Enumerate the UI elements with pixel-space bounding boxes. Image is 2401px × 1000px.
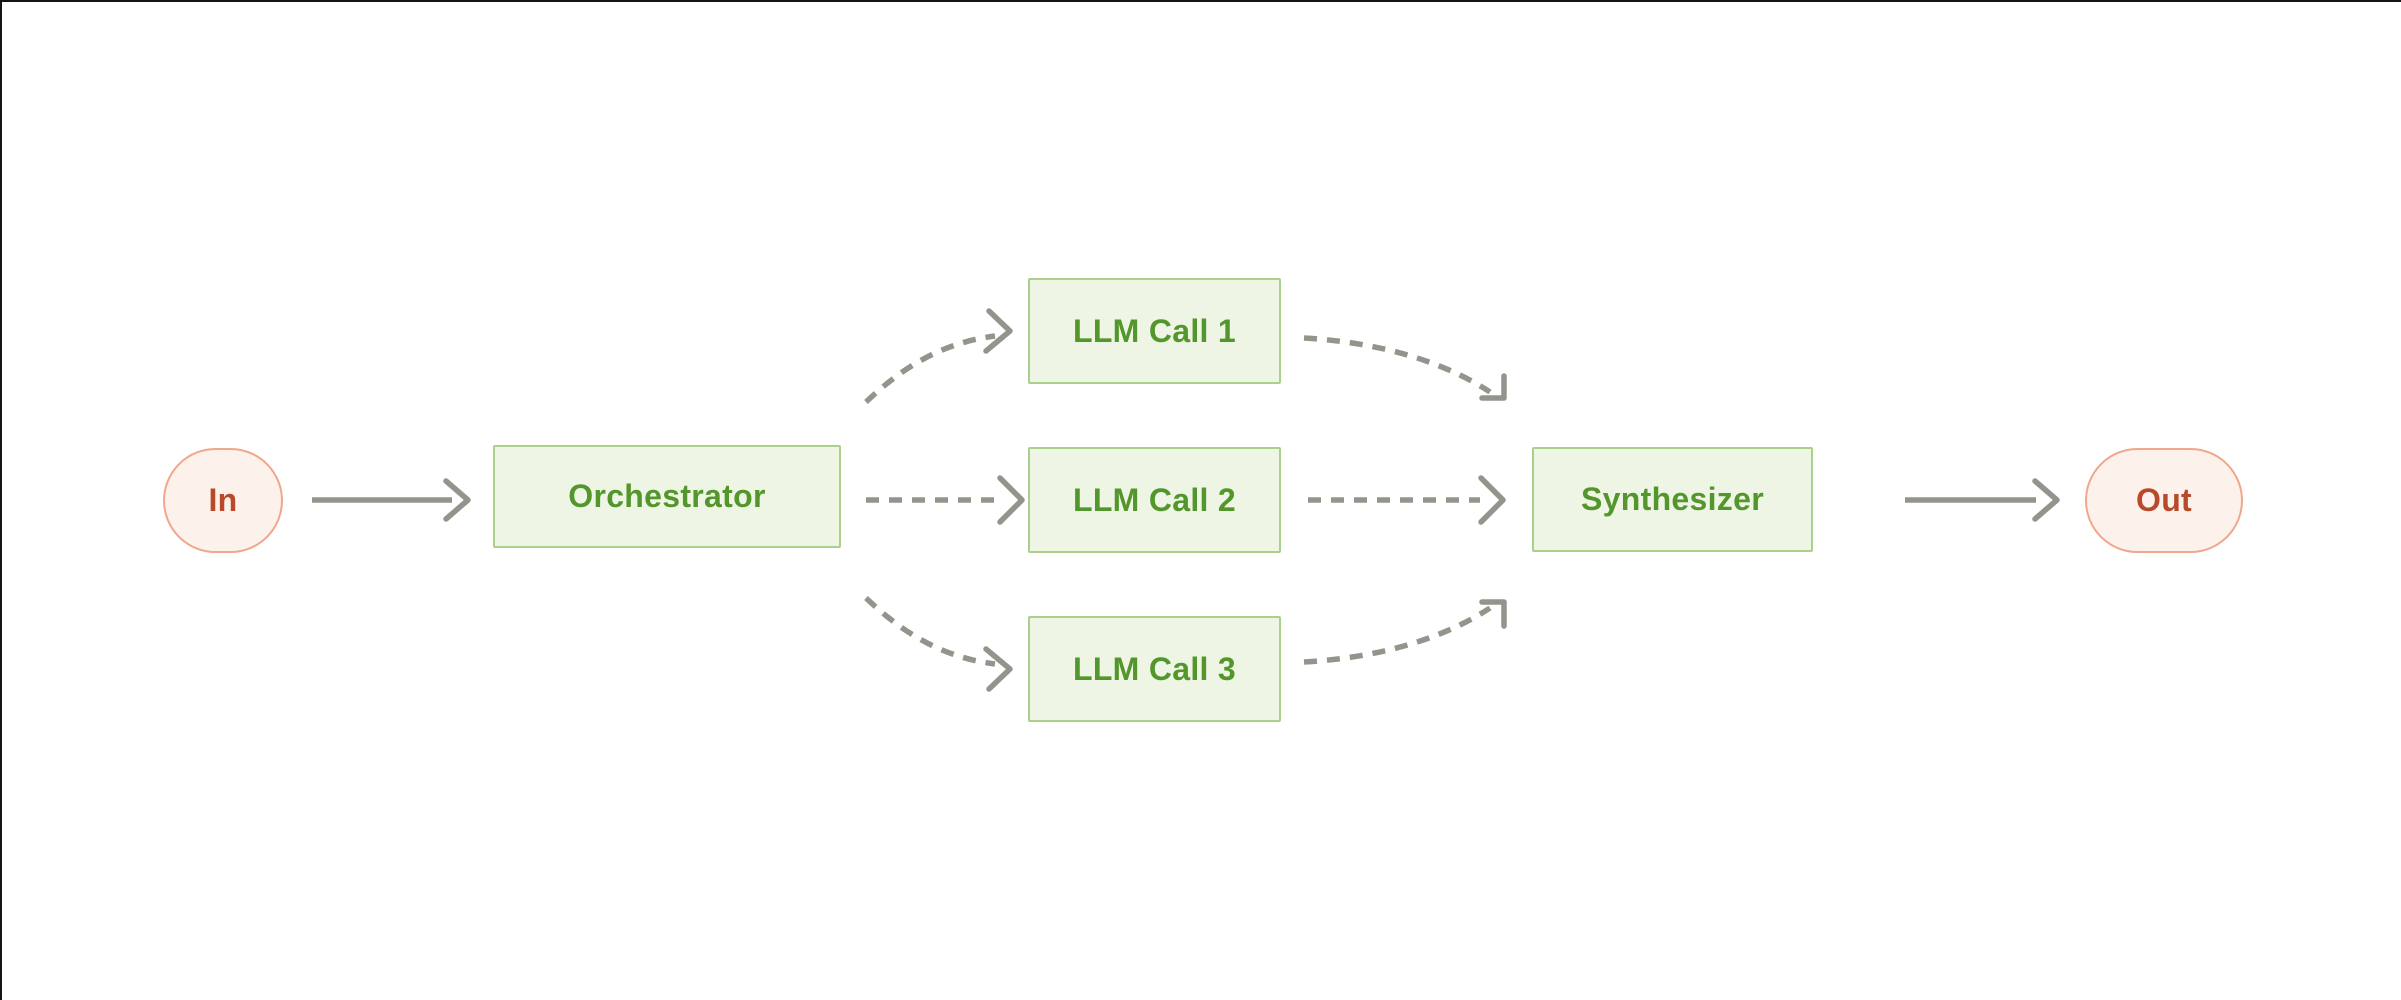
edge-llm1-synthesizer — [1303, 335, 1492, 395]
node-in-label: In — [208, 482, 238, 518]
node-llm-call-2: LLM Call 2 — [1028, 447, 1281, 553]
node-llm-call-1-label: LLM Call 1 — [1072, 312, 1236, 349]
node-orchestrator: Orchestrator — [493, 445, 841, 548]
edge-orchestrator-llm3-arrowhead — [983, 646, 1013, 692]
edge-in-orchestrator-arrowhead — [443, 478, 471, 522]
window-edge-left — [0, 0, 2, 1000]
node-llm-call-2-label: LLM Call 2 — [1072, 481, 1236, 518]
node-in: In — [163, 448, 283, 553]
edge-orchestrator-llm2-arrowhead — [997, 475, 1025, 525]
node-llm-call-3-label: LLM Call 3 — [1072, 650, 1236, 687]
edge-synthesizer-out-arrowhead — [2032, 478, 2060, 522]
edge-llm2-synthesizer-arrowhead — [1478, 475, 1506, 525]
node-out-label: Out — [2136, 482, 2192, 518]
edge-orchestrator-llm1-arrowhead — [983, 308, 1013, 354]
edge-llm3-synthesizer-arrowhead — [1479, 599, 1507, 629]
node-llm-call-1: LLM Call 1 — [1028, 278, 1281, 384]
edge-llm3-synthesizer — [1303, 605, 1492, 665]
edge-orchestrator-llm3 — [864, 596, 996, 667]
window-edge-top — [0, 0, 2401, 2]
edge-llm1-synthesizer-arrowhead — [1479, 373, 1507, 401]
node-orchestrator-label: Orchestrator — [568, 478, 766, 514]
node-out: Out — [2085, 448, 2243, 553]
edge-orchestrator-llm1 — [864, 333, 996, 404]
node-llm-call-3: LLM Call 3 — [1028, 616, 1281, 722]
node-synthesizer: Synthesizer — [1532, 447, 1813, 552]
node-synthesizer-label: Synthesizer — [1581, 481, 1764, 517]
